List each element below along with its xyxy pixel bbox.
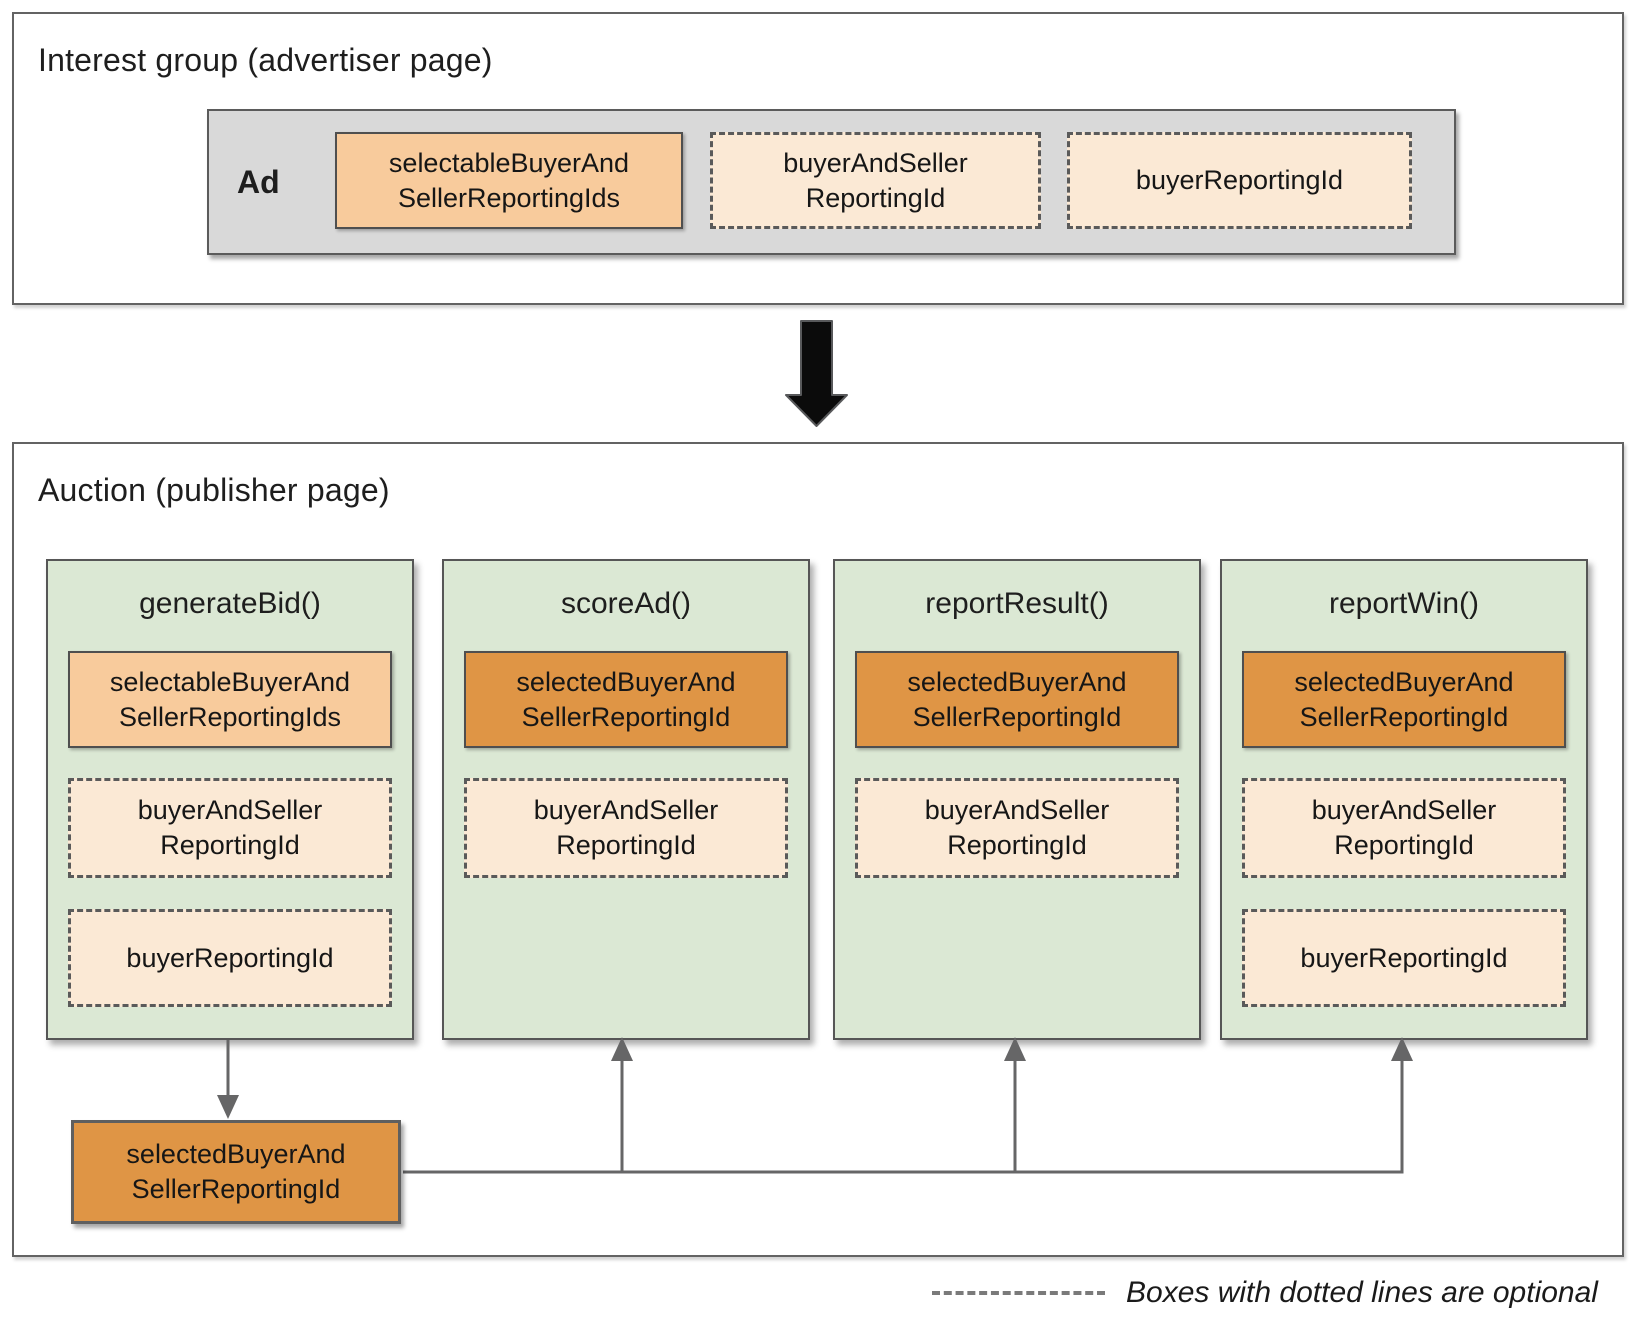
selected-id-output-box: selectedBuyerAnd SellerReportingId	[71, 1120, 401, 1224]
ig-selectable-buyer-and-seller-reporting-ids-box: selectableBuyerAnd SellerReportingIds	[335, 132, 683, 229]
report-win-selected-id-box: selectedBuyerAnd SellerReportingId	[1242, 651, 1566, 748]
score-ad-selected-id-box: selectedBuyerAnd SellerReportingId	[464, 651, 788, 748]
report-result-selected-id-box: selectedBuyerAnd SellerReportingId	[855, 651, 1179, 748]
auction-title: Auction (publisher page)	[38, 472, 390, 508]
ad-container: Ad selectableBuyerAnd SellerReportingIds…	[207, 109, 1456, 255]
generate-bid-buyer-reporting-box: buyerReportingId	[68, 909, 392, 1007]
interest-group-section: Interest group (advertiser page) Ad sele…	[12, 12, 1624, 305]
interest-group-title: Interest group (advertiser page)	[38, 42, 493, 78]
report-win-buyer-reporting-box: buyerReportingId	[1242, 909, 1566, 1007]
flow-down-arrow	[785, 320, 848, 427]
legend-dashed-line-sample	[932, 1291, 1105, 1295]
legend-text: Boxes with dotted lines are optional	[1126, 1276, 1598, 1309]
generate-bid-title: generateBid()	[139, 587, 321, 620]
report-win-buyer-and-seller-box: buyerAndSeller ReportingId	[1242, 778, 1566, 878]
report-result-buyer-and-seller-box: buyerAndSeller ReportingId	[855, 778, 1179, 878]
generate-bid-column: generateBid() selectableBuyerAnd SellerR…	[46, 559, 414, 1040]
report-win-title: reportWin()	[1328, 587, 1479, 620]
report-result-title: reportResult()	[925, 587, 1109, 620]
report-win-column: reportWin() selectedBuyerAnd SellerRepor…	[1220, 559, 1588, 1040]
score-ad-column: scoreAd() selectedBuyerAnd SellerReporti…	[442, 559, 810, 1040]
score-ad-buyer-and-seller-box: buyerAndSeller ReportingId	[464, 778, 788, 878]
report-result-column: reportResult() selectedBuyerAnd SellerRe…	[833, 559, 1201, 1040]
ig-buyer-reporting-id-box: buyerReportingId	[1067, 132, 1412, 229]
generate-bid-selectable-ids-box: selectableBuyerAnd SellerReportingIds	[68, 651, 392, 748]
score-ad-title: scoreAd()	[560, 587, 692, 620]
ig-buyer-and-seller-reporting-id-box: buyerAndSeller ReportingId	[710, 132, 1041, 229]
ad-label: Ad	[237, 163, 280, 200]
generate-bid-buyer-and-seller-box: buyerAndSeller ReportingId	[68, 778, 392, 878]
